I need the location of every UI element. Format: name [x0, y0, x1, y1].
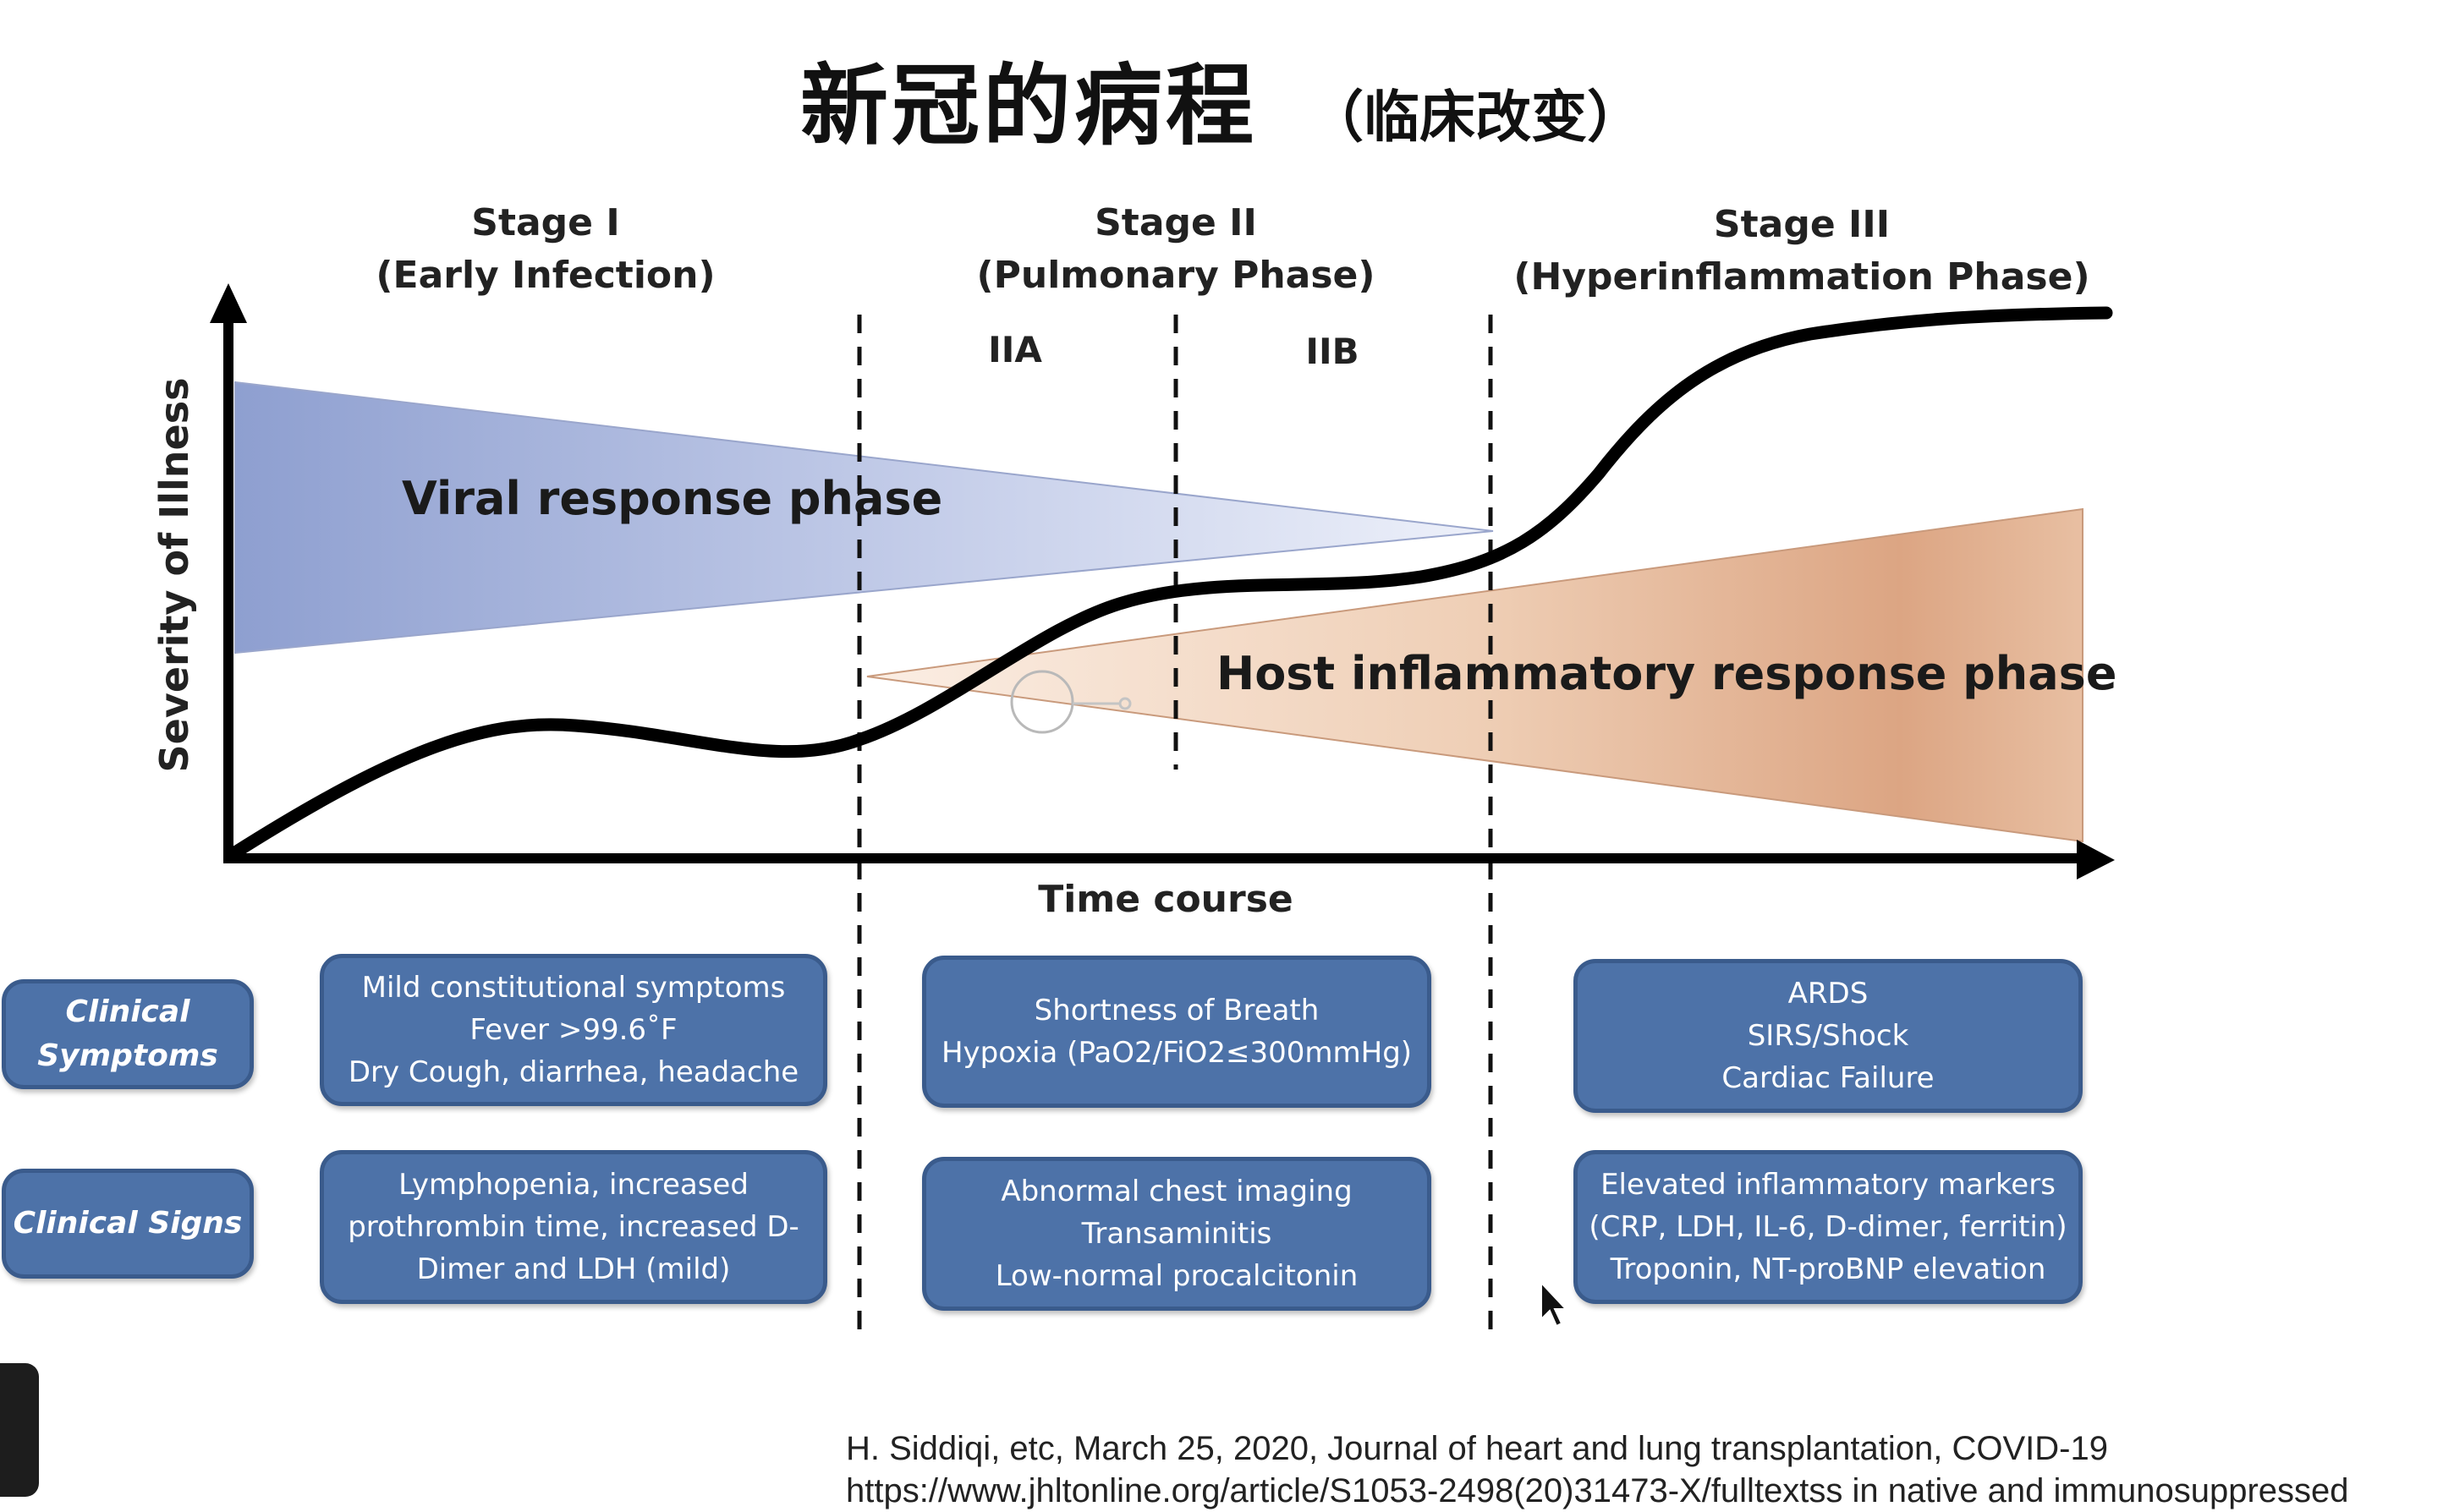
cell-line: Cardiac Failure: [1721, 1061, 1935, 1095]
slide-title: 新冠的病程 （临床改变）: [0, 34, 2443, 162]
cell-line: Shortness of Breath: [1034, 994, 1320, 1027]
citation-line-1: H. Siddiqi, etc, March 25, 2020, Journal…: [846, 1430, 2108, 1467]
substage-iia: IIA: [988, 329, 1042, 370]
x-axis-label: Time course: [1038, 878, 1293, 921]
row-label-line: Clinical Signs: [13, 1206, 243, 1241]
side-panel-tab[interactable]: [0, 1363, 39, 1497]
host-phase-label: Host inflammatory response phase: [1216, 647, 2116, 700]
cell-line: Low-normal procalcitonin: [995, 1259, 1359, 1293]
substage-iib: IIB: [1305, 331, 1359, 372]
y-axis-arrow: [210, 283, 247, 323]
cell-line: Mild constitutional symptoms: [361, 971, 786, 1005]
cell-line: Lymphopenia, increased: [398, 1168, 749, 1202]
cell-line: (CRP, LDH, IL-6, D-dimer, ferritin): [1589, 1210, 2067, 1244]
cell-line: Transaminitis: [1081, 1217, 1272, 1251]
row-label-clinical-symptoms: Clinical Symptoms: [2, 979, 254, 1089]
stage-2-signs-box: Abnormal chest imaging Transaminitis Low…: [922, 1157, 1431, 1311]
cell-line: Troponin, NT-proBNP elevation: [1610, 1252, 2046, 1286]
stage-1-name: Stage I: [471, 201, 619, 244]
stage-2-name: Stage II: [1095, 201, 1257, 244]
cell-line: SIRS/Shock: [1747, 1019, 1909, 1053]
citation: H. Siddiqi, etc, March 25, 2020, Journal…: [846, 1427, 2349, 1512]
cell-line: ARDS: [1787, 977, 1869, 1011]
y-axis-label: Severity of Illness: [151, 378, 197, 773]
cell-line: Dimer and LDH (mild): [416, 1252, 731, 1286]
viral-phase-label: Viral response phase: [402, 472, 942, 525]
cell-line: Fever >99.6˚F: [469, 1013, 678, 1047]
pointer-highlight-dot: [1118, 697, 1132, 710]
x-axis-arrow: [2077, 840, 2115, 879]
stage-1-signs-box: Lymphopenia, increased prothrombin time,…: [320, 1150, 827, 1304]
viral-response-wedge: [234, 381, 1494, 655]
title-main: 新冠的病程: [799, 53, 1257, 157]
cell-line: Abnormal chest imaging: [1001, 1175, 1353, 1208]
cell-line: Elevated inflammatory markers: [1600, 1168, 2056, 1202]
row-label-clinical-signs: Clinical Signs: [2, 1169, 254, 1279]
pointer-highlight-icon: [1010, 670, 1074, 734]
row-label-line: Symptoms: [37, 1038, 218, 1073]
stage-1-desc: (Early Infection): [376, 254, 715, 297]
stage-2-desc: (Pulmonary Phase): [977, 254, 1375, 297]
severity-curve: [226, 306, 2113, 861]
stage-1-symptoms-box: Mild constitutional symptoms Fever >99.6…: [320, 954, 827, 1106]
stage-3-desc: (Hyperinflammation Phase): [1513, 255, 2089, 299]
title-sub: （临床改变）: [1308, 84, 1643, 150]
mouse-cursor-icon: [1540, 1280, 1568, 1328]
citation-line-2: https://www.jhltonline.org/article/S1053…: [846, 1472, 2349, 1509]
stage-3-name: Stage III: [1714, 203, 1890, 246]
host-response-wedge: [866, 507, 2083, 843]
stage-3-symptoms-box: ARDS SIRS/Shock Cardiac Failure: [1573, 959, 2083, 1113]
cell-line: Dry Cough, diarrhea, headache: [348, 1055, 799, 1089]
row-label-line: Clinical: [65, 994, 190, 1029]
stage-3-signs-box: Elevated inflammatory markers (CRP, LDH,…: [1573, 1150, 2083, 1304]
stage-2-symptoms-box: Shortness of Breath Hypoxia (PaO2/FiO2≤3…: [922, 956, 1431, 1108]
cell-line: prothrombin time, increased D-: [348, 1210, 799, 1244]
cell-line: Hypoxia (PaO2/FiO2≤300mmHg): [941, 1036, 1413, 1070]
